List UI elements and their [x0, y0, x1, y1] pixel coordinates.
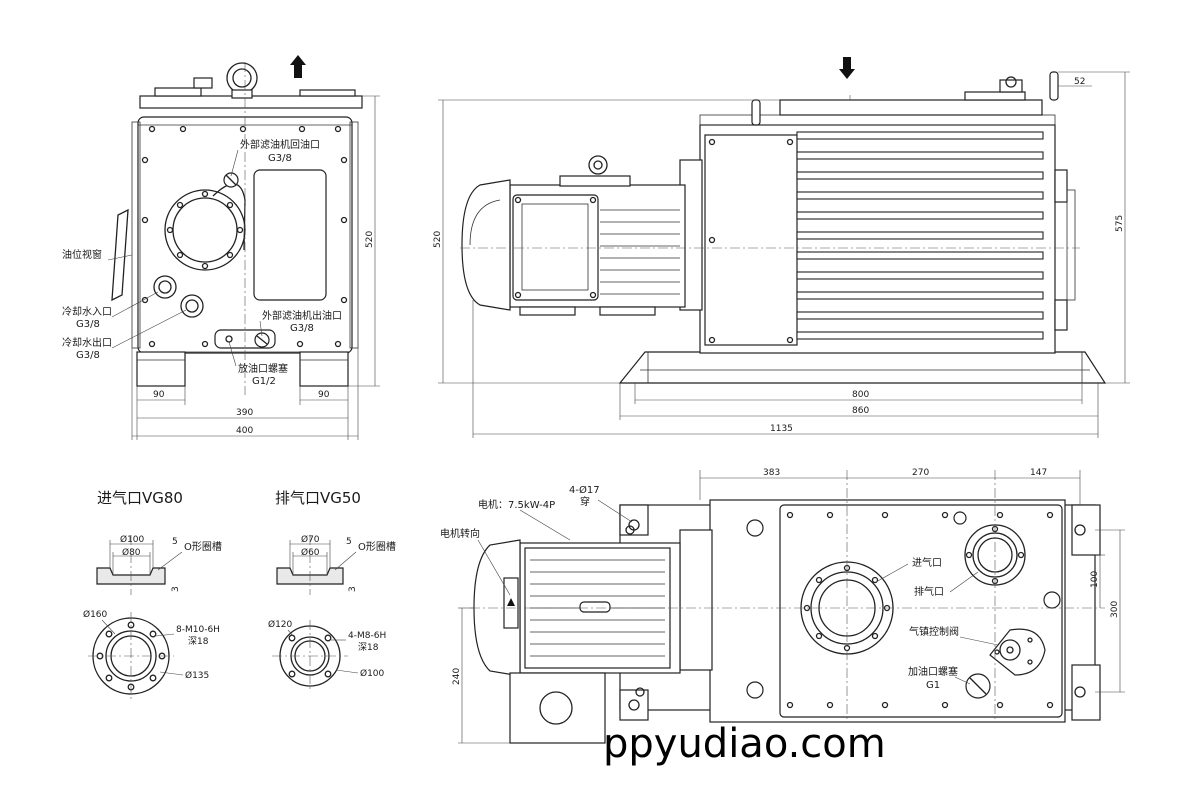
inflow-arrow-icon	[839, 57, 855, 79]
outlet-flange-detail: 排气口VG50 Ø70 Ø60 5 O形圈槽 3 Ø120 4-M8-6H 深1…	[268, 489, 396, 692]
svg-text:860: 860	[852, 406, 869, 416]
outflow-arrow-icon	[290, 55, 306, 78]
svg-text:Ø100: Ø100	[120, 534, 145, 545]
svg-text:1135: 1135	[770, 424, 793, 434]
ext-filter-return-label: 外部滤油机回油口	[240, 138, 320, 151]
inlet-flange-title: 进气口VG80	[97, 489, 183, 507]
svg-text:3: 3	[348, 586, 358, 592]
svg-text:深18: 深18	[188, 636, 209, 647]
rotation-arrow-icon	[507, 598, 515, 606]
top-view: 电机：7.5kW-4P 4-Ø17 穿 电机转向 进气口 排气口 气镇控制阀 加…	[440, 468, 1125, 744]
svg-text:G3/8: G3/8	[76, 319, 100, 330]
svg-text:Ø160: Ø160	[83, 609, 108, 620]
svg-text:Ø60: Ø60	[301, 547, 320, 558]
svg-text:G1/2: G1/2	[252, 376, 276, 387]
drain-label: 放油口螺塞	[238, 362, 288, 375]
outlet-flange-title: 排气口VG50	[275, 489, 361, 507]
svg-text:5: 5	[172, 537, 178, 547]
outlet-label: 排气口	[914, 585, 944, 598]
rotation-label: 电机转向	[440, 527, 480, 540]
svg-text:147: 147	[1030, 468, 1047, 478]
svg-text:90: 90	[153, 390, 165, 400]
svg-text:Ø120: Ø120	[268, 619, 293, 630]
cooling-fins	[796, 131, 1044, 340]
ext-filter-out-label: 外部滤油机出油口	[262, 309, 342, 322]
inlet-label: 进气口	[912, 556, 942, 569]
svg-text:270: 270	[912, 468, 929, 478]
svg-text:3: 3	[171, 586, 181, 592]
inlet-oring-label: O形圈槽	[184, 540, 222, 553]
oil-window-label: 油位视窗	[62, 248, 102, 261]
front-view: 外部滤油机回油口 G3/8 油位视窗 冷却水入口 G3/8 冷却水出口 G3/8…	[62, 55, 380, 440]
svg-text:520: 520	[433, 231, 443, 248]
svg-text:100: 100	[1090, 571, 1100, 588]
outlet-oring-label: O形圈槽	[358, 540, 396, 553]
svg-text:Ø80: Ø80	[122, 547, 141, 558]
svg-text:G3/8: G3/8	[290, 323, 314, 334]
svg-text:390: 390	[236, 408, 253, 418]
inlet-flange-detail: 进气口VG80 Ø100 Ø80 5 O形圈槽 3 Ø160 8-M10-6H …	[83, 489, 222, 700]
svg-text:383: 383	[763, 468, 780, 478]
side-view: 520 575 52 800 860 1135	[433, 57, 1130, 438]
motor-label: 电机：7.5kW-4P	[478, 498, 555, 511]
svg-text:Ø100: Ø100	[360, 668, 385, 679]
svg-text:穿: 穿	[580, 495, 590, 508]
svg-text:G3/8: G3/8	[76, 350, 100, 361]
svg-text:Ø135: Ø135	[185, 670, 209, 681]
svg-text:G3/8: G3/8	[268, 153, 292, 164]
inlet-bolts-label: 8-M10-6H	[176, 625, 220, 635]
cool-out-label: 冷却水出口	[62, 336, 112, 349]
svg-text:5: 5	[346, 537, 352, 547]
ballast-label: 气镇控制阀	[909, 625, 959, 638]
svg-text:575: 575	[1115, 215, 1125, 232]
svg-text:90: 90	[318, 390, 330, 400]
svg-text:52: 52	[1074, 77, 1085, 87]
fill-label: 加油口螺塞	[908, 665, 958, 678]
svg-text:240: 240	[452, 668, 462, 685]
svg-text:Ø70: Ø70	[301, 534, 320, 545]
cool-in-label: 冷却水入口	[62, 305, 112, 318]
watermark: ppyudiao.com	[603, 721, 886, 767]
svg-text:G1: G1	[926, 680, 940, 691]
svg-text:400: 400	[236, 426, 253, 436]
svg-text:800: 800	[852, 390, 869, 400]
svg-text:300: 300	[1110, 601, 1120, 618]
svg-text:520: 520	[365, 231, 375, 248]
svg-text:深18: 深18	[358, 642, 379, 653]
outlet-bolts-label: 4-M8-6H	[348, 631, 386, 641]
holes-label: 4-Ø17	[569, 484, 600, 496]
